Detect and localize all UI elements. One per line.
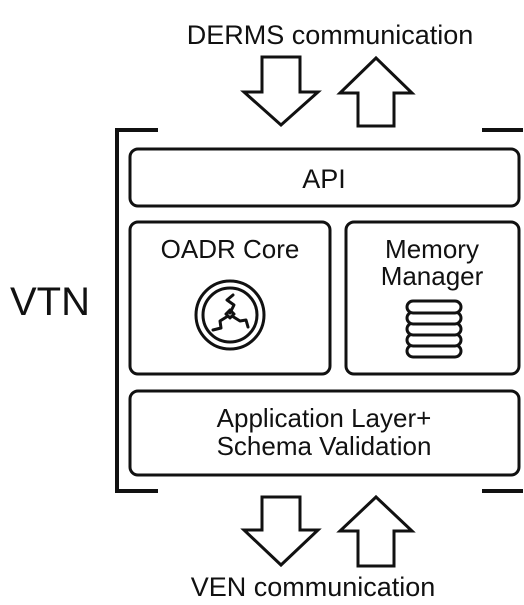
oadr-core-label: OADR Core (161, 234, 300, 264)
api-label: API (302, 164, 346, 194)
vtn-bracket-left (115, 128, 158, 493)
derms-communication-label: DERMS communication (187, 20, 474, 50)
application-layer-line2: Schema Validation (217, 431, 432, 461)
derms-up-arrow-icon (336, 55, 416, 128)
derms-down-arrow-icon (240, 55, 322, 128)
api-box (128, 147, 521, 208)
ven-communication-label: VEN communication (191, 572, 436, 602)
database-stack-icon (405, 299, 463, 359)
vtn-label: VTN (10, 280, 90, 324)
application-layer-box (128, 389, 521, 477)
ven-down-arrow-icon (240, 495, 322, 568)
application-layer-line1: Application Layer+ (217, 403, 432, 433)
memory-manager-label-line2: Manager (381, 261, 484, 291)
memory-manager-label-line1: Memory (385, 234, 479, 264)
oadr-core-emblem-icon (194, 279, 266, 351)
ven-up-arrow-icon (336, 494, 416, 568)
memory-manager-box (344, 220, 521, 376)
